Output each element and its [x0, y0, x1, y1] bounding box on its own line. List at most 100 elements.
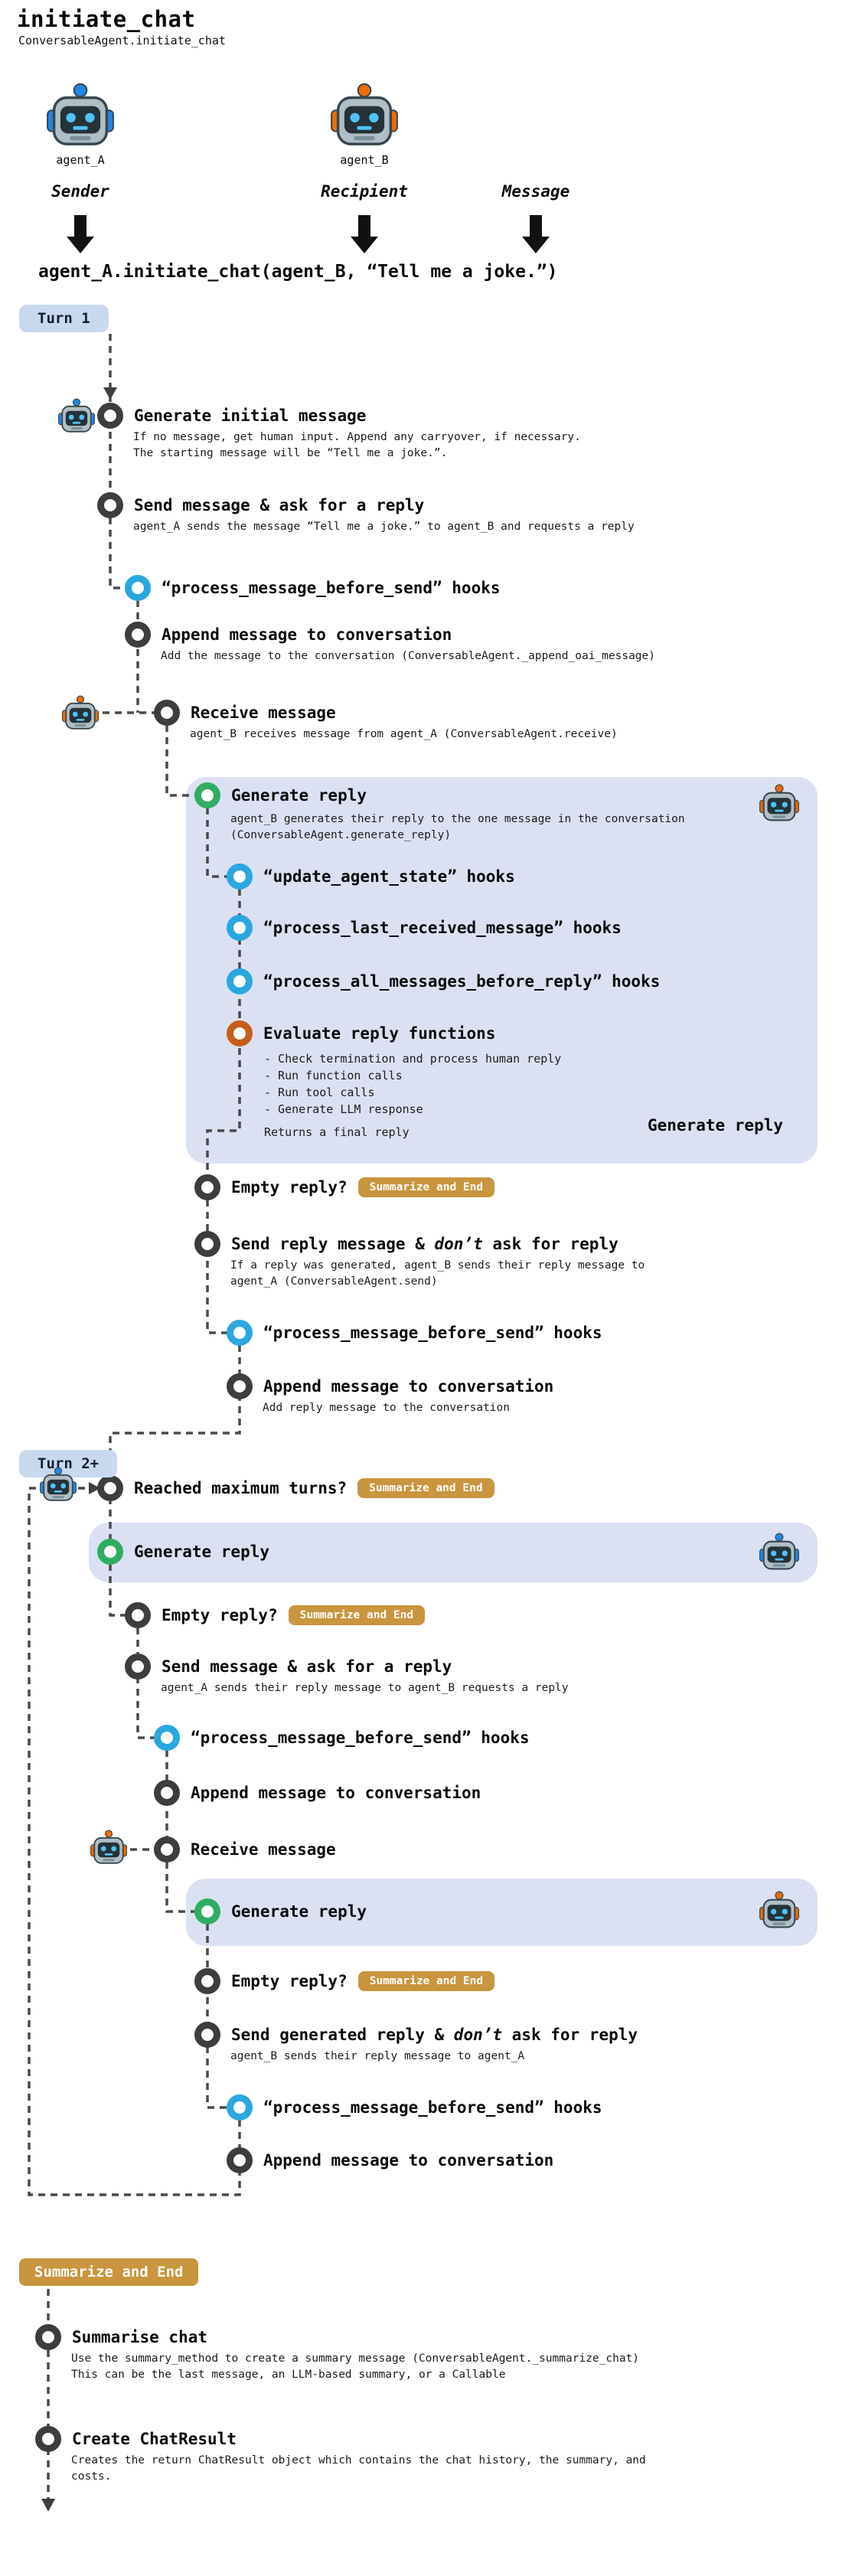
- node-circle: [194, 1174, 220, 1200]
- node-subtext: Use the summary_method to create a summa…: [71, 2351, 639, 2383]
- robot-agent-b-small-icon: [759, 1891, 799, 1930]
- node-append-message: Append message to conversation: [125, 621, 452, 648]
- subtext-line: (ConversableAgent.generate_reply): [230, 829, 452, 841]
- node-label: Append message to conversation: [162, 625, 452, 644]
- subtext-line: agent_A sends the message “Tell me a jok…: [133, 521, 635, 533]
- node-subtext: If no message, get human input. Append a…: [133, 429, 581, 462]
- robot-agent-b-small-icon: [759, 784, 799, 823]
- summarize-section-badge: Summarize and End: [19, 2258, 199, 2286]
- code-line: agent_A.initiate_chat(agent_B, “Tell me …: [38, 262, 558, 282]
- node-subtext: Add the message to the conversation (Con…: [161, 648, 655, 664]
- node-subtext: If a reply was generated, agent_B sends …: [230, 1258, 645, 1290]
- node-circle: [97, 403, 123, 429]
- role-recipient: Recipient: [321, 182, 408, 201]
- subtext-line: If no message, get human input. Append a…: [133, 431, 581, 443]
- node-send-message-ask-reply: Send message & ask for a reply: [125, 1653, 452, 1680]
- node-generate-initial-message: Generate initial message: [97, 402, 366, 429]
- subtext-line: agent_B receives message from agent_A (C…: [190, 728, 618, 740]
- node-process-message-before-send-hooks: “process_message_before_send” hooks: [227, 1319, 602, 1347]
- node-subtext: agent_B receives message from agent_A (C…: [190, 726, 618, 743]
- robot-agent-a-small-icon: [58, 398, 95, 434]
- node-circle: [125, 622, 151, 648]
- node-evaluate-reply-functions: Evaluate reply functions: [227, 1020, 495, 1047]
- subtext-line: If a reply was generated, agent_B sends …: [230, 1259, 645, 1272]
- node-subtext: agent_B generates their reply to the one…: [230, 811, 685, 844]
- node-circle-blue: [227, 1320, 253, 1346]
- node-empty-reply: Empty reply? Summarize and End: [125, 1601, 426, 1629]
- node-generate-reply: Generate reply: [97, 1538, 269, 1566]
- node-circle-blue: [154, 1725, 180, 1751]
- subtext-line: agent_A (ConversableAgent.send): [230, 1275, 438, 1288]
- subtext-line: agent_B sends their reply message to age…: [230, 2050, 525, 2062]
- node-label: Generate initial message: [134, 406, 367, 425]
- node-generate-reply: Generate reply: [194, 1898, 367, 1925]
- node-label: Evaluate reply functions: [263, 1024, 496, 1043]
- node-process-all-messages-before-reply-hooks: “process_all_messages_before_reply” hook…: [227, 968, 660, 995]
- node-circle: [194, 2022, 220, 2048]
- node-circle-blue: [227, 864, 253, 890]
- robot-agent-a-small-icon: [40, 1467, 77, 1503]
- generate-reply-box-turn2-a: [89, 1523, 818, 1582]
- node-circle: [125, 1602, 151, 1628]
- node-label: “process_message_before_send” hooks: [191, 1729, 530, 1747]
- subtext-line: This can be the last message, an LLM-bas…: [71, 2369, 506, 2381]
- subtext-line: Use the summary_method to create a summa…: [71, 2352, 640, 2365]
- node-process-message-before-send-hooks: “process_message_before_send” hooks: [125, 574, 501, 602]
- node-subtext: agent_A sends their reply message to age…: [161, 1680, 569, 1696]
- summarize-and-end-badge: Summarize and End: [357, 1971, 495, 1991]
- node-label: Append message to conversation: [263, 2151, 554, 2170]
- list-item: - Run function calls: [264, 1069, 403, 1082]
- node-create-chatresult: Create ChatResult: [35, 2425, 237, 2453]
- returns-final-reply-text: Returns a final reply: [264, 1125, 410, 1139]
- role-message: Message: [501, 182, 570, 201]
- node-label: Send message & ask for a reply: [134, 496, 425, 514]
- node-append-message: Append message to conversation: [154, 1779, 481, 1807]
- node-label: Append message to conversation: [191, 1784, 481, 1802]
- node-summarise-chat: Summarise chat: [35, 2323, 207, 2351]
- node-label: “process_message_before_send” hooks: [263, 1324, 602, 1342]
- node-receive-message: Receive message: [154, 699, 336, 726]
- node-label: “process_all_messages_before_reply” hook…: [263, 972, 661, 991]
- node-circle: [35, 2324, 61, 2350]
- page-subtitle: ConversableAgent.initiate_chat: [18, 34, 226, 47]
- node-label: Empty reply?: [231, 1178, 348, 1197]
- node-circle: [227, 1373, 253, 1399]
- subtext-line: The starting message will be “Tell me a …: [133, 447, 448, 459]
- role-sender: Sender: [51, 182, 109, 201]
- generate-reply-box-turn1: [186, 777, 818, 1164]
- node-generate-reply: Generate reply: [194, 782, 367, 809]
- subtext-line: agent_B generates their reply to the one…: [230, 813, 685, 825]
- node-empty-reply: Empty reply? Summarize and End: [194, 1174, 495, 1201]
- node-label: Receive message: [191, 704, 336, 722]
- node-label: “process_last_received_message” hooks: [263, 919, 622, 937]
- node-process-message-before-send-hooks: “process_message_before_send” hooks: [154, 1724, 530, 1752]
- node-circle: [125, 1654, 151, 1680]
- node-label: “process_message_before_send” hooks: [263, 2098, 602, 2117]
- subtext-line: Add the message to the conversation (Con…: [161, 650, 656, 662]
- node-circle-orange: [227, 1020, 253, 1046]
- node-circle-green: [194, 782, 220, 808]
- node-label: Create ChatResult: [72, 2430, 237, 2448]
- node-label: Receive message: [191, 1840, 336, 1859]
- node-send-generated-reply: Send generated reply & don’t ask for rep…: [194, 2021, 638, 2049]
- node-label: Empty reply?: [231, 1972, 348, 1990]
- node-circle: [194, 1231, 220, 1257]
- node-subtext: agent_A sends the message “Tell me a jok…: [133, 519, 635, 535]
- subtext-line: agent_A sends their reply message to age…: [161, 1682, 569, 1694]
- generate-reply-box-turn2-b: [186, 1879, 818, 1946]
- robot-agent-a-small-icon: [759, 1533, 799, 1572]
- node-circle: [154, 1837, 180, 1863]
- node-label: Send generated reply & don’t ask for rep…: [231, 2026, 638, 2044]
- node-label: Send reply message & don’t ask for reply: [231, 1235, 618, 1253]
- node-process-last-received-message-hooks: “process_last_received_message” hooks: [227, 914, 622, 942]
- node-circle: [35, 2426, 61, 2452]
- list-item: - Check termination and process human re…: [264, 1052, 562, 1066]
- arrowhead: [41, 387, 117, 2512]
- node-label: Generate reply: [231, 786, 367, 805]
- page-title: initiate_chat: [17, 6, 196, 32]
- node-circle-green: [194, 1899, 220, 1925]
- robot-agent-b-small-icon: [62, 695, 99, 731]
- node-append-message: Append message to conversation: [227, 1373, 553, 1400]
- node-label: Reached maximum turns?: [134, 1479, 348, 1497]
- summarize-and-end-badge: Summarize and End: [288, 1605, 426, 1625]
